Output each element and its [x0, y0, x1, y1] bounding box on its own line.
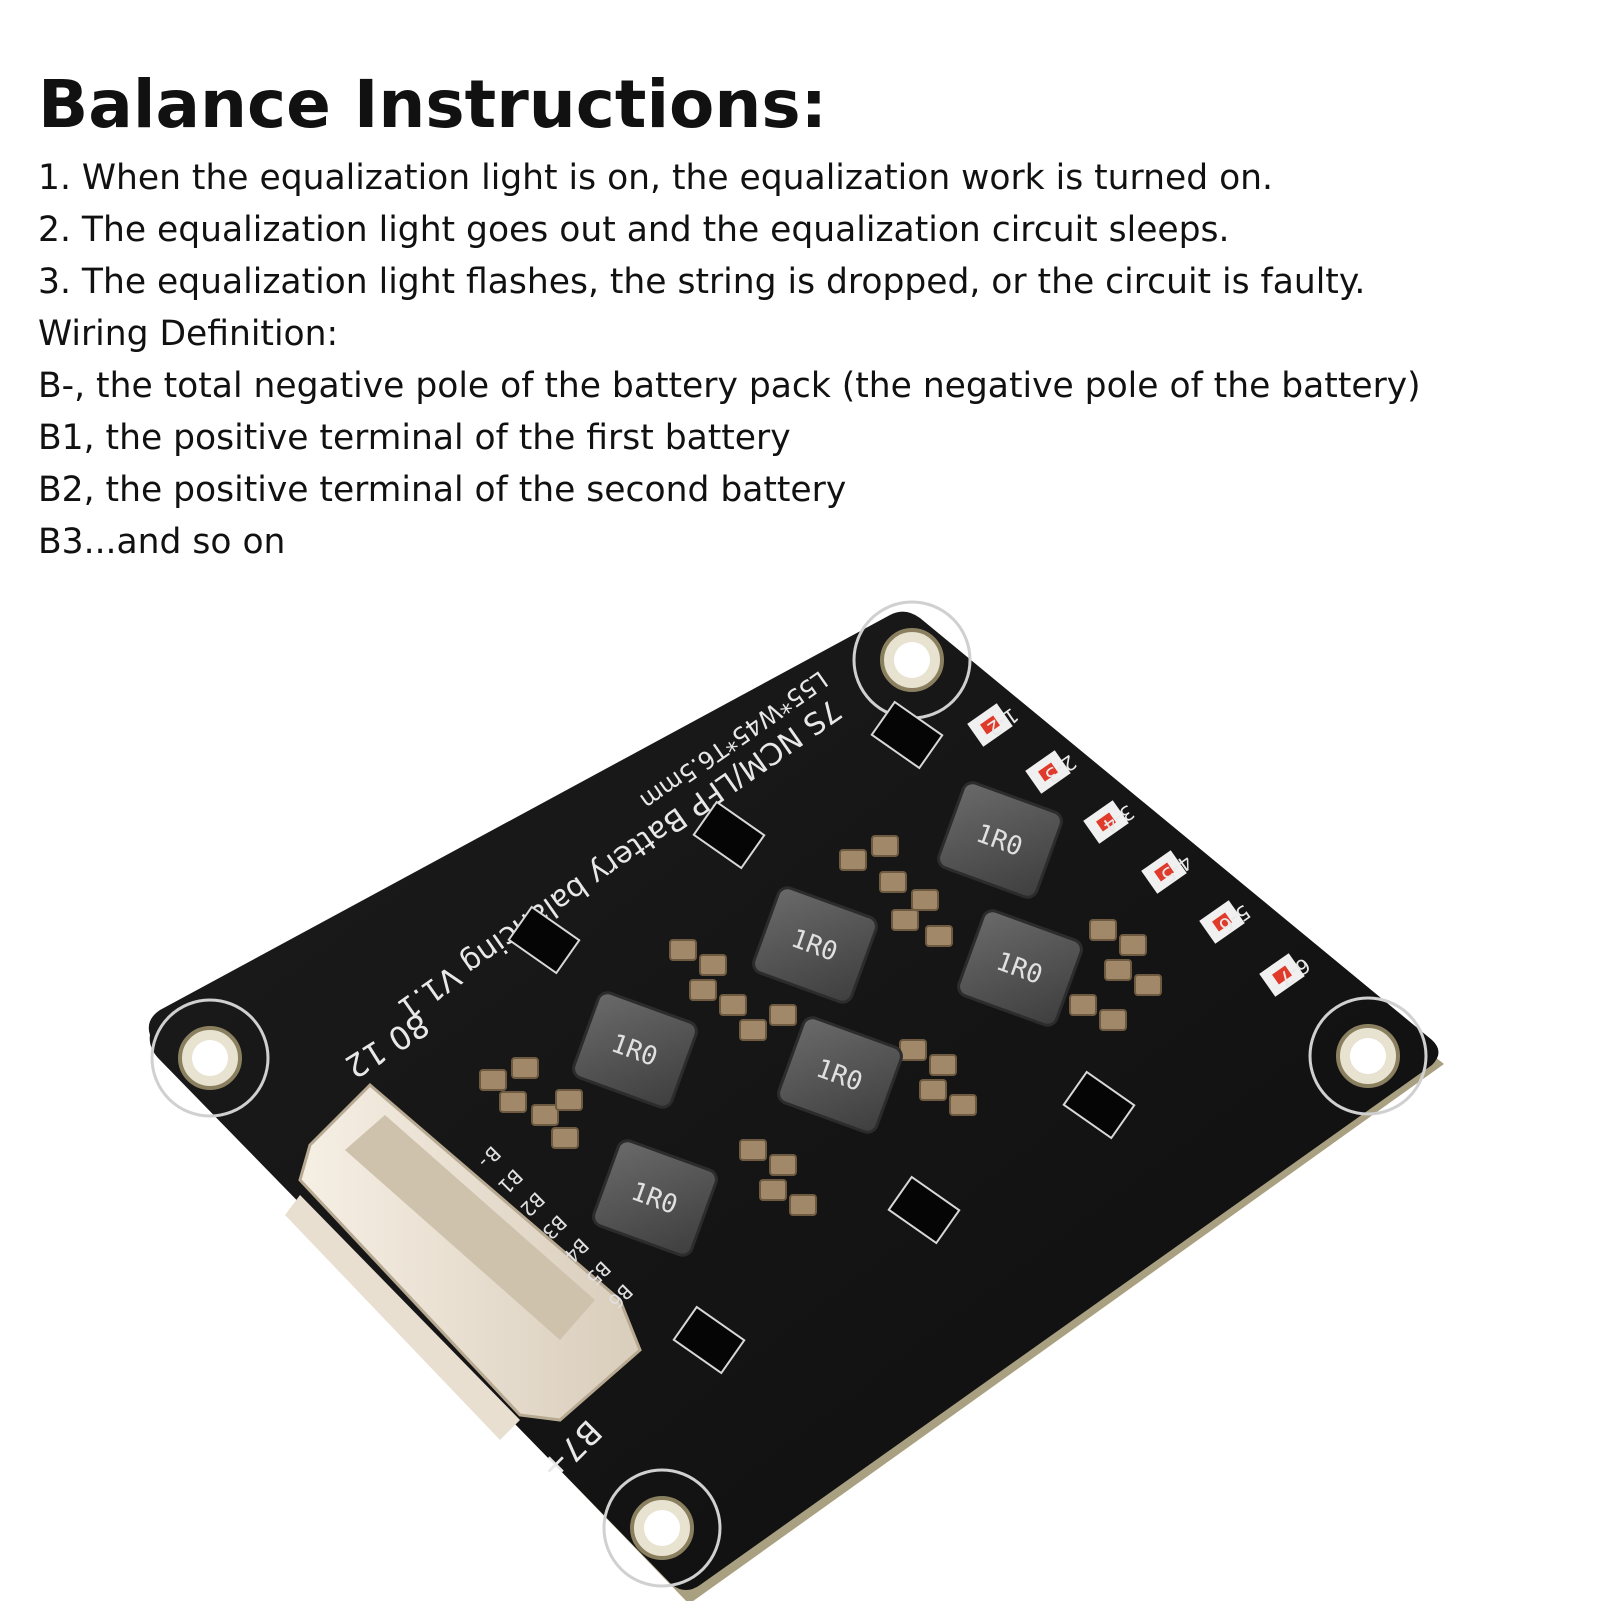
- page-title: Balance Instructions:: [38, 66, 828, 143]
- wiring-b3: B3...and so on: [38, 522, 286, 562]
- mounting-holes: [150, 600, 1428, 1588]
- wiring-b2: B2, the positive terminal of the second …: [38, 470, 847, 510]
- instruction-line-3: 3. The equalization light flashes, the s…: [38, 262, 1366, 302]
- inductors: 1R0 1R0 1R0 1R0 1R0 1R0: [572, 781, 1083, 1257]
- wiring-heading: Wiring Definition:: [38, 314, 339, 354]
- instruction-line-2: 2. The equalization light goes out and t…: [38, 210, 1230, 250]
- connector: [285, 1082, 642, 1440]
- wiring-b1: B1, the positive terminal of the first b…: [38, 418, 791, 458]
- capacitors: [479, 835, 1162, 1216]
- instruction-text: Balance Instructions: 1. When the equali…: [38, 60, 1578, 568]
- transistors: [507, 700, 1136, 1375]
- instruction-line-1: 1. When the equalization light is on, th…: [38, 158, 1274, 198]
- wiring-b-minus: B-, the total negative pole of the batte…: [38, 366, 1421, 406]
